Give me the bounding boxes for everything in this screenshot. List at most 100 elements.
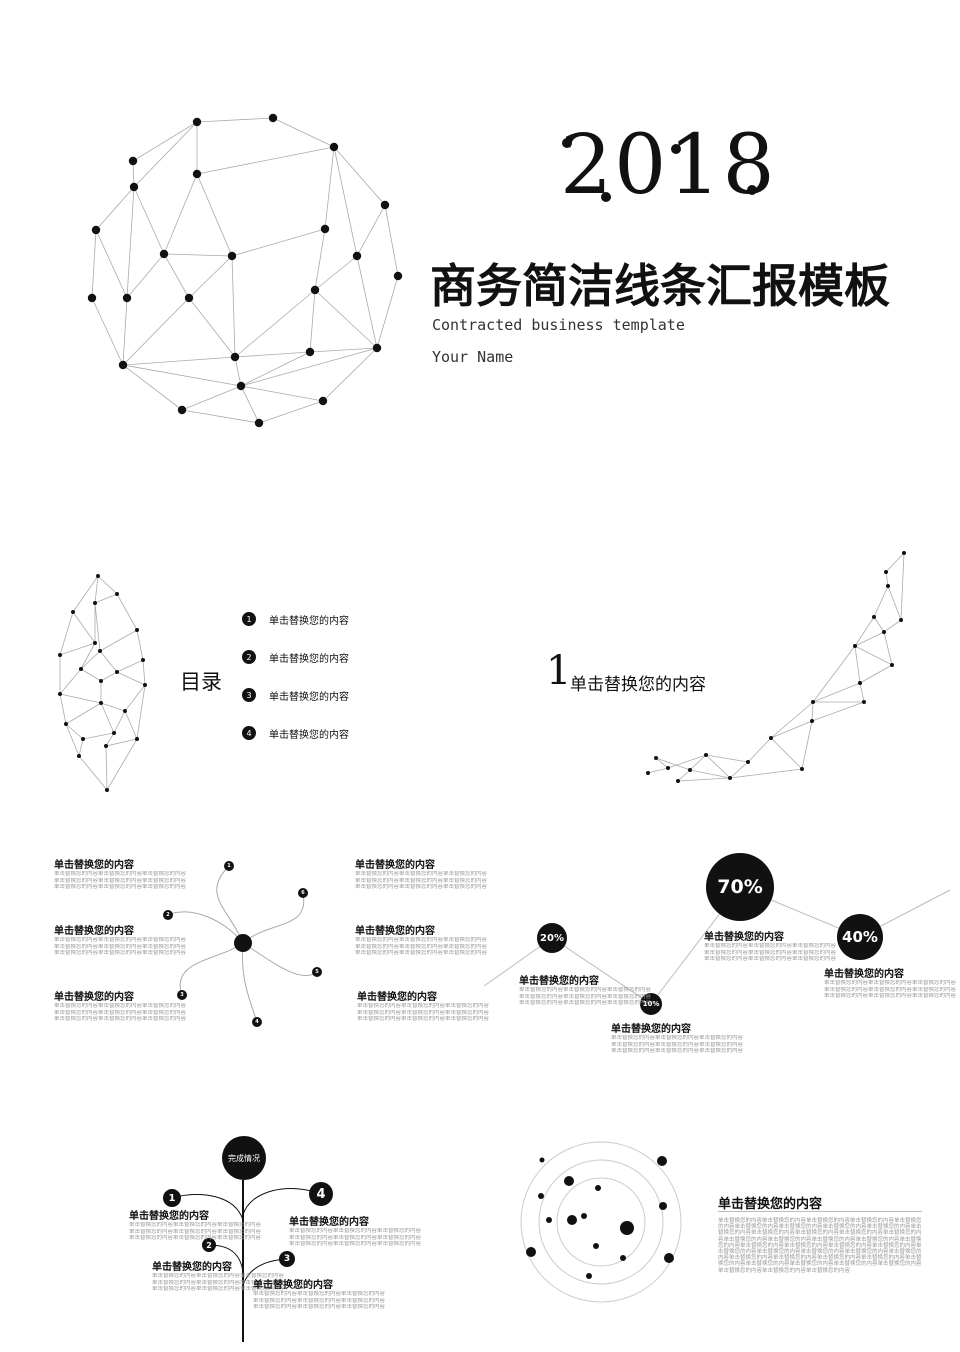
curve-node xyxy=(886,584,890,588)
toc-number-badge: 3 xyxy=(242,688,256,702)
block-filler: 单击替换您的内容单击替换您的内容单击替换您的内容 xyxy=(54,950,187,957)
sphere-edge xyxy=(133,121,198,188)
curve-edge xyxy=(677,769,691,782)
leaf-node xyxy=(141,658,145,662)
leaf-edge xyxy=(59,668,82,695)
text-block: 单击替换您的内容 单击替换您的内容单击替换您的内容单击替换您的内容 单击替换您的… xyxy=(824,965,956,1000)
block-filler: 单击替换您的内容单击替换您的内容单击替换您的内容 xyxy=(357,1009,490,1016)
leaf-edge xyxy=(65,723,80,757)
leaf-edge xyxy=(100,702,115,734)
sphere-edge xyxy=(132,121,198,162)
orbit-dot xyxy=(659,1202,667,1210)
sphere-edge xyxy=(163,253,233,257)
sphere-edge xyxy=(324,146,335,230)
sphere-edge xyxy=(240,385,260,424)
curve-edge xyxy=(729,761,749,779)
sphere-edge xyxy=(122,364,242,387)
toc-item[interactable]: 4 单击替换您的内容 xyxy=(242,725,349,741)
orbit-dot xyxy=(567,1215,577,1225)
leaf-edge xyxy=(113,710,126,734)
sphere-edge xyxy=(314,228,326,291)
orbit-dot xyxy=(664,1253,674,1263)
leaf-node xyxy=(58,653,62,657)
sphere-edge xyxy=(309,347,378,353)
tree-node: 3 xyxy=(279,1251,295,1267)
orbit-heading: 单击替换您的内容 xyxy=(718,1197,823,1212)
curve-edge xyxy=(883,619,902,633)
block-filler: 单击替换您的内容单击替换您的内容单击替换您的内容 xyxy=(289,1228,422,1234)
curve-edge xyxy=(811,701,814,722)
curve-edge xyxy=(677,777,731,782)
text-block: 单击替换您的内容 单击替换您的内容单击替换您的内容单击替换您的内容 单击替换您的… xyxy=(355,856,487,891)
block-label: 单击替换您的内容 xyxy=(253,1280,333,1291)
sphere-edge xyxy=(122,364,183,411)
curve-node xyxy=(862,700,866,704)
leaf-node xyxy=(99,701,103,705)
sphere-edge xyxy=(231,255,236,358)
text-block: 单击替换您的内容 单击替换您的内容单击替换您的内容单击替换您的内容 单击替换您的… xyxy=(54,856,186,891)
curve-node xyxy=(810,719,814,723)
orbit-dot xyxy=(526,1247,536,1257)
orbit-dot xyxy=(586,1273,592,1279)
leaf-edge xyxy=(59,642,96,656)
curve-node xyxy=(769,736,773,740)
curve-edge xyxy=(770,701,814,739)
toc-item[interactable]: 2 单击替换您的内容 xyxy=(242,649,349,665)
sphere-node xyxy=(393,271,403,281)
leaf-edge xyxy=(72,611,96,644)
curve-node xyxy=(853,644,857,648)
toc-item-label: 单击替换您的内容 xyxy=(269,729,349,741)
leaf-node xyxy=(104,744,108,748)
block-filler: 单击替换您的内容单击替换您的内容单击替换您的内容 xyxy=(519,987,652,993)
tree-node: 1 xyxy=(163,1189,181,1207)
leaf-edge xyxy=(116,659,144,673)
leaf-node xyxy=(96,574,100,578)
leaf-edge xyxy=(106,738,138,791)
curve-edge xyxy=(812,682,861,703)
curve-node xyxy=(811,700,815,704)
leaf-edge xyxy=(99,650,118,673)
main-title: 商务简洁线条汇报模板 xyxy=(430,259,890,313)
spiral-node: 6 xyxy=(298,888,308,898)
block-label: 单击替换您的内容 xyxy=(54,992,134,1003)
leaf-edge xyxy=(100,671,118,682)
curve-node xyxy=(884,570,888,574)
curve-edge xyxy=(885,571,889,587)
block-filler: 单击替换您的内容单击替换您的内容单击替换您的内容 xyxy=(129,1235,262,1242)
sphere-node xyxy=(192,117,202,127)
block-filler: 单击替换您的内容单击替换您的内容单击替换您的内容 xyxy=(54,884,187,891)
leaf-node xyxy=(115,592,119,596)
curve-edge xyxy=(647,767,669,774)
orbit-dot xyxy=(546,1217,552,1223)
toc-item[interactable]: 3 单击替换您的内容 xyxy=(242,687,349,703)
leaf-edge xyxy=(82,732,115,740)
sphere-edge xyxy=(196,146,335,175)
sphere-edge xyxy=(384,204,399,277)
sphere-edge xyxy=(163,253,190,299)
curve-edge xyxy=(655,757,691,771)
orbit-dot xyxy=(538,1193,544,1199)
leaf-node xyxy=(99,679,103,683)
leaf-edge xyxy=(65,723,84,740)
sphere-node xyxy=(372,343,382,353)
leaf-node xyxy=(81,737,85,741)
curve-edge xyxy=(689,754,707,771)
leaf-edge xyxy=(59,693,102,704)
section-title: 单击替换您的内容 xyxy=(570,675,706,695)
curve-edge xyxy=(873,585,889,618)
text-block: 单击替换您的内容 单击替换您的内容单击替换您的内容单击替换您的内容 单击替换您的… xyxy=(289,1213,421,1248)
toc-item[interactable]: 1 单击替换您的内容 xyxy=(242,611,349,627)
leaf-edge xyxy=(65,702,102,725)
leaf-edge xyxy=(59,611,74,656)
block-label: 单击替换您的内容 xyxy=(824,969,904,980)
block-filler: 单击替换您的内容单击替换您的内容单击替换您的内容 xyxy=(824,993,957,1000)
leaf-edge xyxy=(94,602,101,652)
orbit-ring xyxy=(520,1141,682,1303)
sphere-node xyxy=(254,418,264,428)
sphere-edge xyxy=(95,229,128,299)
text-block: 单击替换您的内容 单击替换您的内容单击替换您的内容单击替换您的内容 单击替换您的… xyxy=(253,1276,385,1311)
orbit-dot xyxy=(581,1213,587,1219)
sphere-edge xyxy=(234,356,242,387)
curve-node xyxy=(800,767,804,771)
block-filler: 单击替换您的内容单击替换您的内容单击替换您的内容 xyxy=(519,993,652,1000)
